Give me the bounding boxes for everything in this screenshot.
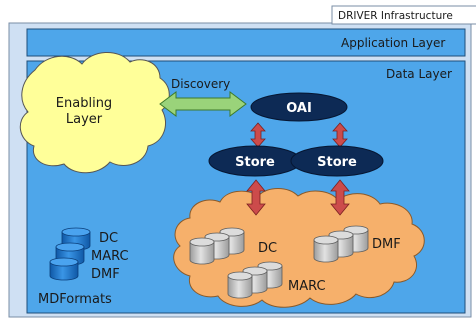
enabling-layer-label-line1: Enabling <box>56 96 112 111</box>
enabling-layer-cloud <box>19 52 170 174</box>
marc-store-label: MARC <box>288 279 326 294</box>
dmf-store-label: DMF <box>372 237 401 252</box>
mdformats-caption: MDFormats <box>38 292 112 307</box>
legend-item-dc: DC <box>99 231 118 246</box>
store-node-right <box>290 145 384 177</box>
application-layer-label: Application Layer <box>341 36 445 50</box>
store-left-storage-arrow <box>246 179 266 216</box>
legend-item-marc: MARC <box>91 249 129 264</box>
store-right-storage-arrow <box>330 179 350 216</box>
data-layer-label: Data Layer <box>386 67 452 81</box>
oai-node <box>250 92 348 122</box>
enabling-layer-label-line2: Layer <box>66 112 103 127</box>
dc-store-label: DC <box>258 241 277 256</box>
application-layer-box <box>26 28 466 57</box>
discovery-label: Discovery <box>171 77 230 91</box>
title-tab <box>331 5 476 25</box>
store-node-right-label: Store <box>317 155 357 170</box>
oai-node-label: OAI <box>286 101 312 116</box>
discovery-arrow <box>159 91 247 117</box>
legend-item-dmf: DMF <box>91 267 120 282</box>
store-node-left-label: Store <box>235 155 275 170</box>
diagram-title: DRIVER Infrastructure <box>338 10 453 22</box>
